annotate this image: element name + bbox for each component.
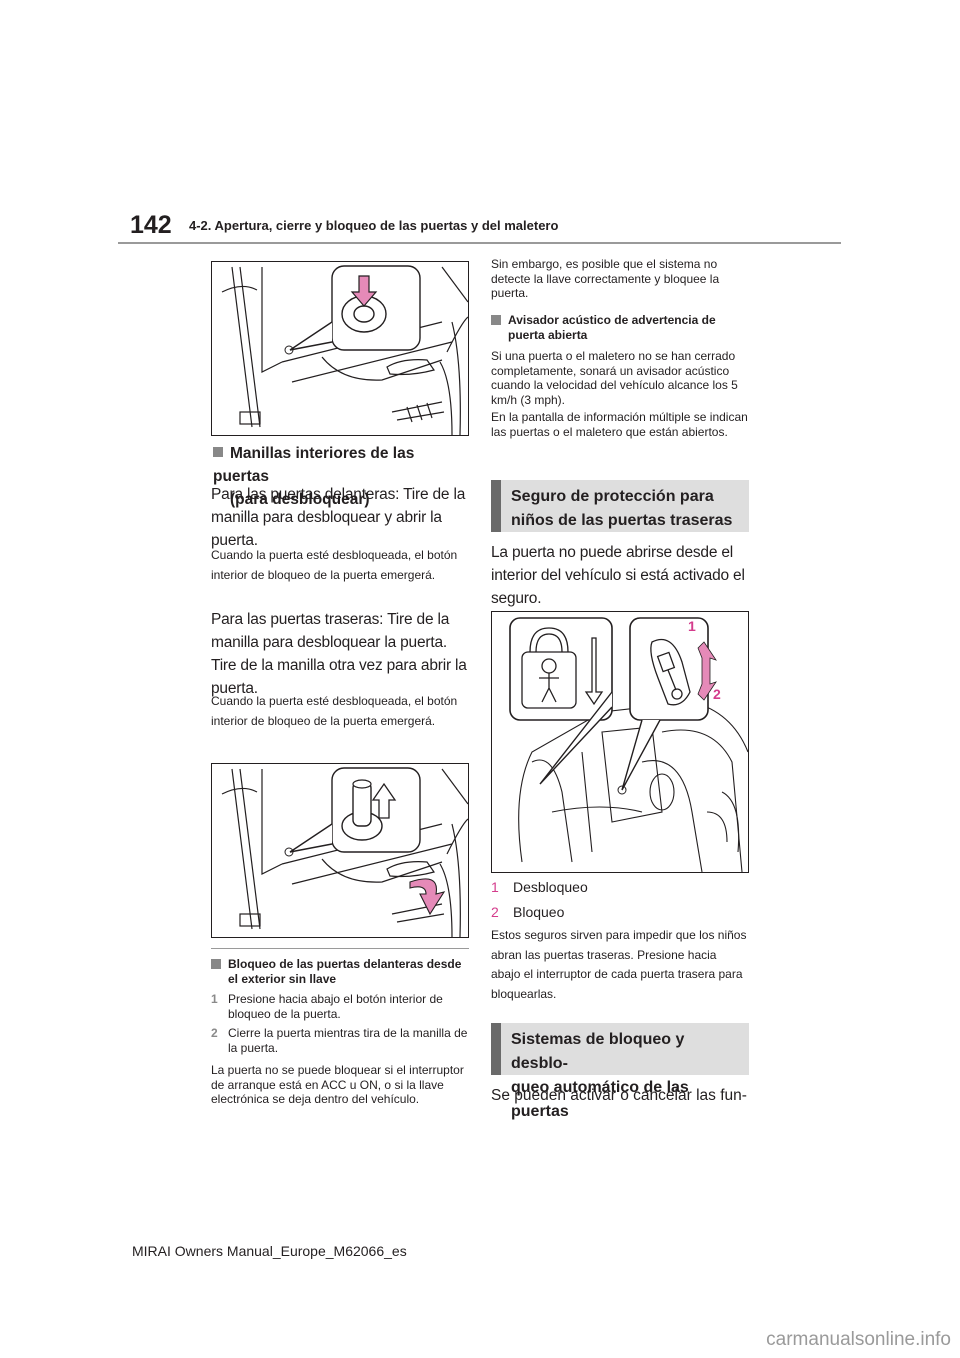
steps-list: 1 Presione hacia abajo el botón interior… [211,992,469,1055]
legend-list: 1 Desbloqueo 2 Bloqueo [491,875,749,925]
front-doors-note: Cuando la puerta esté desbloqueada, el b… [211,548,458,582]
callout-1: 1 [688,618,696,634]
list-item: 1 Presione hacia abajo el botón interior… [211,992,469,1021]
lock-outside-heading: Bloqueo de las puertas delanteras desde … [211,957,469,986]
square-bullet-icon [211,959,221,969]
legend-label: Bloqueo [513,904,565,920]
legend-label: Desbloqueo [513,879,588,895]
figure-door-lock-down [211,261,469,436]
list-item: 1 Desbloqueo [491,875,749,900]
callout-2: 2 [713,686,721,702]
buzzer-text: Si una puerta o el maletero no se han ce… [491,349,738,407]
step-number: 1 [211,992,218,1006]
header-rule [118,242,841,244]
footer-text: MIRAI Owners Manual_Europe_M62066_es [132,1243,407,1259]
auto-lock-text: Se pueden activar o cancelar las fun- [491,1087,747,1104]
lock-outside-note: La puerta no se puede bloquear si el int… [211,1063,464,1106]
handles-heading: Manillas interiores de las puertas [213,445,415,485]
legend-number: 2 [491,904,499,920]
auto-lock-section-title: Sistemas de bloqueo y desblo- queo autom… [491,1023,749,1120]
rear-doors-text: Para las puertas traseras: Tire de la ma… [211,611,467,697]
step-number: 2 [211,1026,218,1040]
continuation-text: Sin embargo, es posible que el sistema n… [491,257,720,300]
rear-doors-note: Cuando la puerta esté desbloqueada, el b… [211,694,458,728]
buzzer-text-2: En la pantalla de información múltiple s… [491,410,748,439]
handles-heading-cont: (para desbloquear) [230,491,370,508]
watermark[interactable]: carmanualsonline.info [766,1329,951,1350]
chapter-title: 4-2. Apertura, cierre y bloqueo de las p… [189,218,559,233]
divider [211,948,469,949]
figure-door-lock-up [211,763,469,938]
list-item: 2 Cierre la puerta mientras tira de la m… [211,1026,469,1055]
step-text: Presione hacia abajo el botón interior d… [228,992,443,1021]
buzzer-heading: Avisador acústico de advertencia de puer… [491,313,749,342]
step-text: Cierre la puerta mientras tira de la man… [228,1026,468,1055]
page-number: 142 [130,211,172,239]
child-lock-note: Estos seguros sirven para impedir que lo… [491,928,747,1001]
square-bullet-icon [213,447,223,457]
legend-number: 1 [491,879,499,895]
list-item: 2 Bloqueo [491,900,749,925]
front-doors-text: Para las puertas delanteras: Tire de la … [211,486,466,549]
child-lock-section-title: Seguro de protección para niños de las p… [491,480,749,532]
figure-child-lock: 1 2 [491,611,749,873]
square-bullet-icon [491,315,501,325]
child-lock-text: La puerta no puede abrirse desde el inte… [491,544,745,607]
